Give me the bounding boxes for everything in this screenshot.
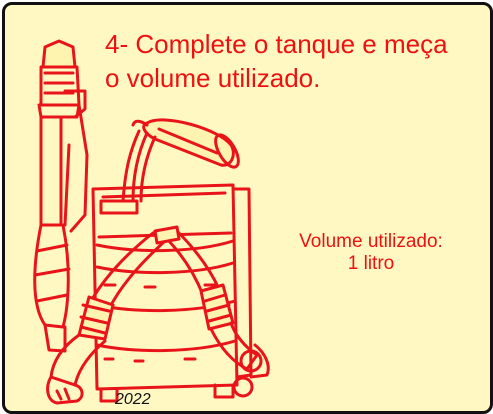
spray-lance-icon (33, 39, 89, 353)
volume-note: Volume utilizado: 1 litro (261, 231, 481, 275)
year-label: 2022 (115, 391, 151, 408)
instruction-line-1: 4- Complete o tanque e meça (105, 29, 448, 59)
shoulder-strap-right (163, 229, 270, 379)
volume-note-value: 1 litro (347, 253, 395, 274)
volume-note-label: Volume utilizado: (299, 231, 443, 252)
measuring-cup-icon (121, 118, 240, 203)
shoulder-strap-left (46, 231, 167, 405)
instruction-line-2: o volume utilizado. (105, 63, 321, 93)
instruction-heading: 4- Complete o tanque e meça o volume uti… (105, 27, 448, 95)
sprayer-drawing (33, 39, 270, 405)
strap-buckle (153, 225, 181, 245)
